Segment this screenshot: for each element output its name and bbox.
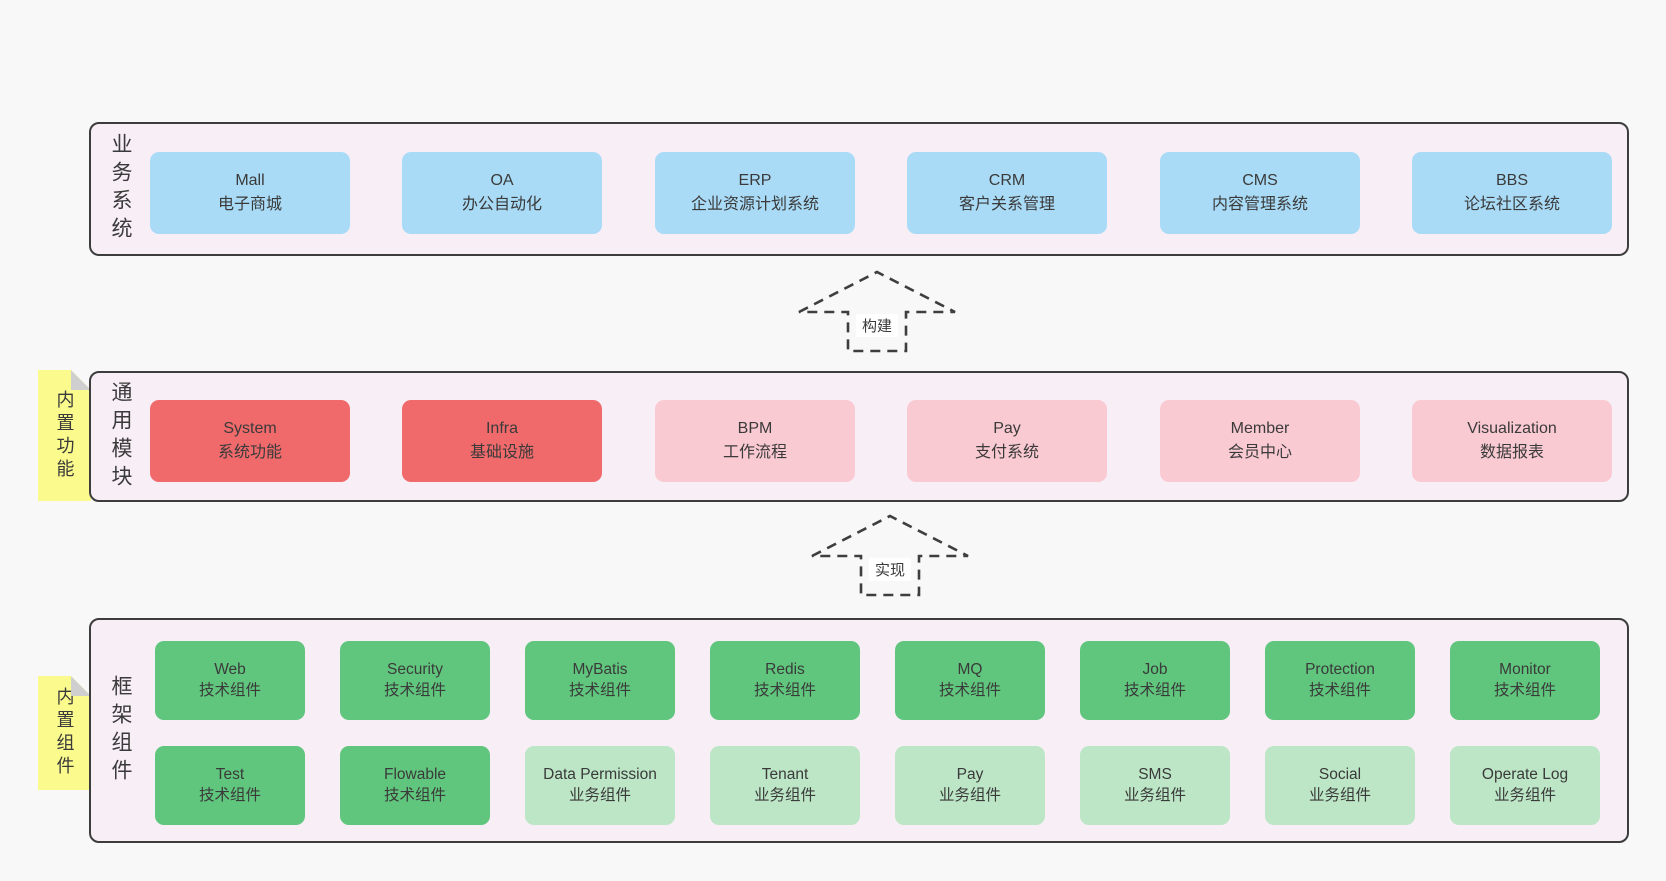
layer-business-systems-label: 业务系统 [109,133,132,245]
arrow-implement-outline [811,514,969,597]
arrow-build-outline [798,270,956,353]
folded-corner-icon [71,676,91,696]
arrow-build-label: 构建 [855,314,899,337]
layer-framework-components-label: 框架组件 [109,674,132,787]
note-built-in-components-label: 内置组件 [54,687,75,779]
note-built-in-features-label: 内置功能 [54,389,75,482]
layer-common-modules-label: 通用模块 [109,380,132,493]
folded-corner-icon [71,370,91,390]
arrow-implement-label: 实现 [868,558,912,581]
note-built-in-components: 内置组件 [38,676,91,790]
note-built-in-features: 内置功能 [38,370,91,501]
arrow-implement: 实现 [810,512,970,598]
arrow-build: 构建 [797,268,957,354]
